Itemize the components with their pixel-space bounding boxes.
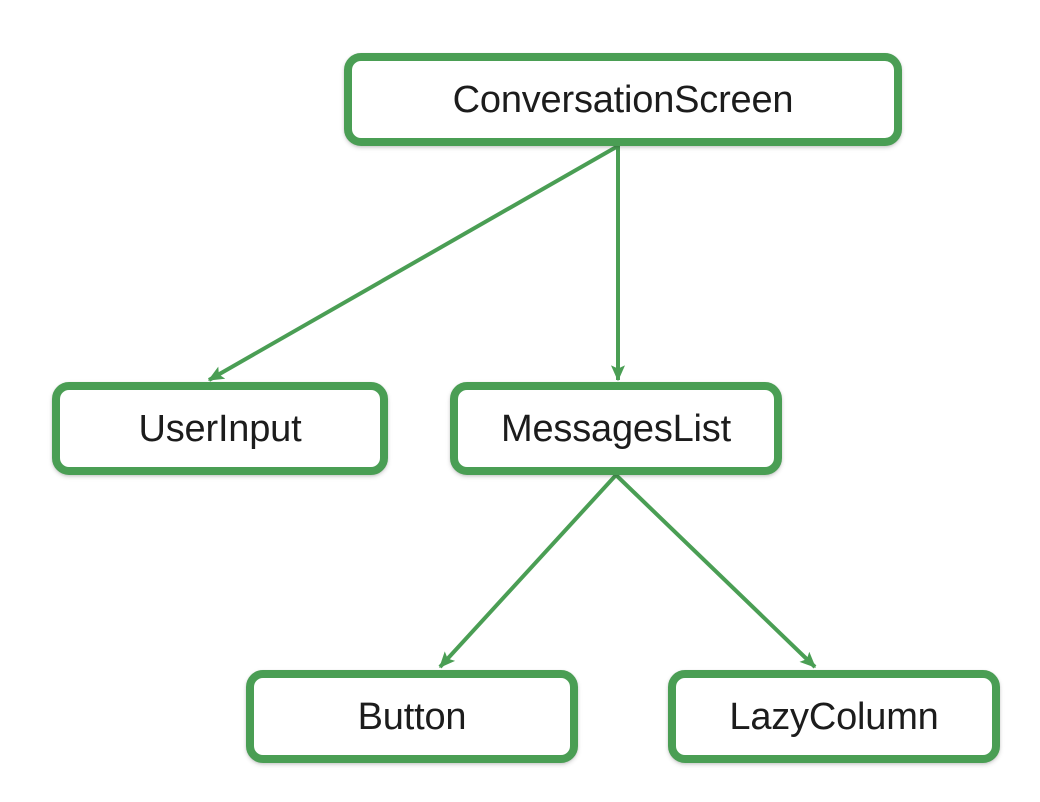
node-label-conversationscreen: ConversationScreen bbox=[452, 78, 794, 121]
node-label-lazycolumn: LazyColumn bbox=[729, 695, 939, 738]
node-messageslist[interactable]: MessagesList bbox=[450, 382, 782, 475]
edge-messageslist-button bbox=[438, 473, 618, 669]
node-lazycolumn[interactable]: LazyColumn bbox=[668, 670, 1000, 763]
node-conversationscreen[interactable]: ConversationScreen bbox=[344, 53, 902, 146]
node-button[interactable]: Button bbox=[246, 670, 578, 763]
node-userinput[interactable]: UserInput bbox=[52, 382, 388, 475]
node-label-userinput: UserInput bbox=[138, 407, 302, 450]
edge-conversationscreen-userinput bbox=[207, 144, 619, 382]
node-label-button: Button bbox=[357, 695, 467, 738]
edge-messageslist-lazycolumn bbox=[614, 473, 817, 669]
node-label-messageslist: MessagesList bbox=[501, 407, 731, 450]
